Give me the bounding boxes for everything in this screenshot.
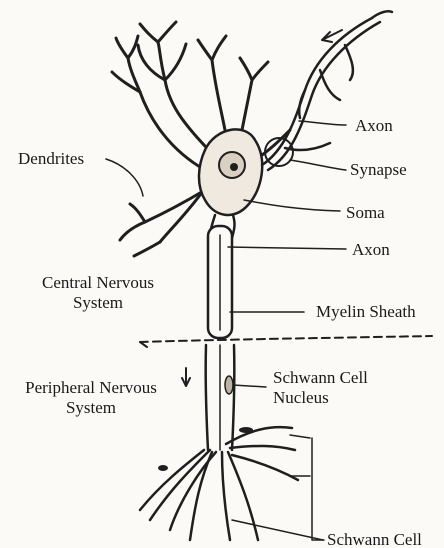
axon-pns [206, 345, 235, 450]
label-schwann-nucleus: Schwann Cell Nucleus [273, 368, 368, 408]
axon-terminals [140, 427, 298, 540]
label-axon-mid: Axon [352, 240, 390, 260]
label-myelin-sheath: Myelin Sheath [316, 302, 416, 322]
dendrites-drawing [112, 22, 290, 256]
label-pns: Peripheral Nervous System [6, 378, 176, 418]
label-dendrites: Dendrites [18, 149, 84, 169]
nucleolus [230, 163, 238, 171]
label-pns-line2: System [6, 398, 176, 418]
label-soma: Soma [346, 203, 385, 223]
cns-pns-border [140, 336, 432, 342]
label-cns: Central Nervous System [24, 273, 172, 313]
label-schwann-nucleus-line2: Nucleus [273, 388, 368, 408]
label-axon-top: Axon [355, 116, 393, 136]
pns-arrow [182, 368, 190, 386]
label-synapse: Synapse [350, 160, 407, 180]
axon-cns [208, 215, 235, 338]
label-cns-line1: Central Nervous [24, 273, 172, 293]
label-pns-line1: Peripheral Nervous [6, 378, 176, 398]
label-schwann-cell: Schwann Cell [327, 530, 422, 548]
schwann-nucleus-mark [225, 376, 233, 394]
label-schwann-nucleus-line1: Schwann Cell [273, 368, 368, 388]
label-cns-line2: System [24, 293, 172, 313]
